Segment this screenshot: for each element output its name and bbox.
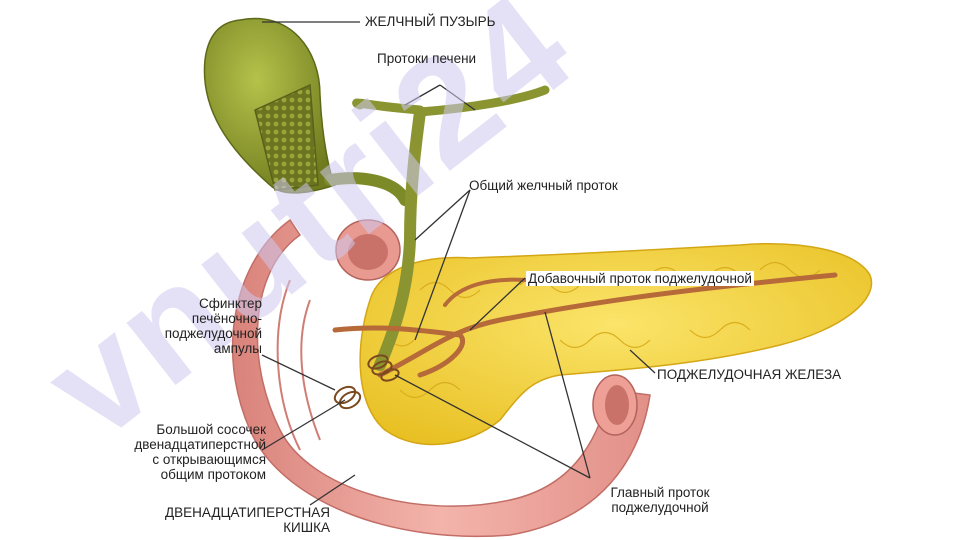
bile-ducts bbox=[324, 85, 550, 371]
duodenum bbox=[231, 218, 651, 538]
sphincter-rings bbox=[333, 354, 400, 410]
label-papilla: Большой сосочек двенадцатиперстной с отк… bbox=[134, 422, 266, 482]
label-gallbladder: ЖЕЛЧНЫЙ ПУЗЫРЬ bbox=[365, 14, 496, 29]
label-main-duct: Главный проток поджелудочной bbox=[610, 485, 710, 515]
label-duodenum: ДВЕНАДЦАТИПЕРСТНАЯ КИШКА bbox=[165, 505, 330, 535]
label-accessory-duct: Добавочный проток поджелудочной bbox=[526, 271, 754, 286]
gallbladder bbox=[203, 17, 337, 194]
gallbladder-wall-cutaway bbox=[254, 83, 319, 191]
label-pancreas: ПОДЖЕЛУДОЧНАЯ ЖЕЛЕЗА bbox=[657, 367, 842, 382]
label-liver-ducts: Протоки печени bbox=[377, 51, 477, 66]
leader-lines bbox=[261, 21, 656, 506]
label-sphincter: Сфинктер печёночно- поджелудочной ампулы bbox=[164, 296, 262, 356]
label-common-bile-duct: Общий желчный проток bbox=[469, 178, 618, 193]
